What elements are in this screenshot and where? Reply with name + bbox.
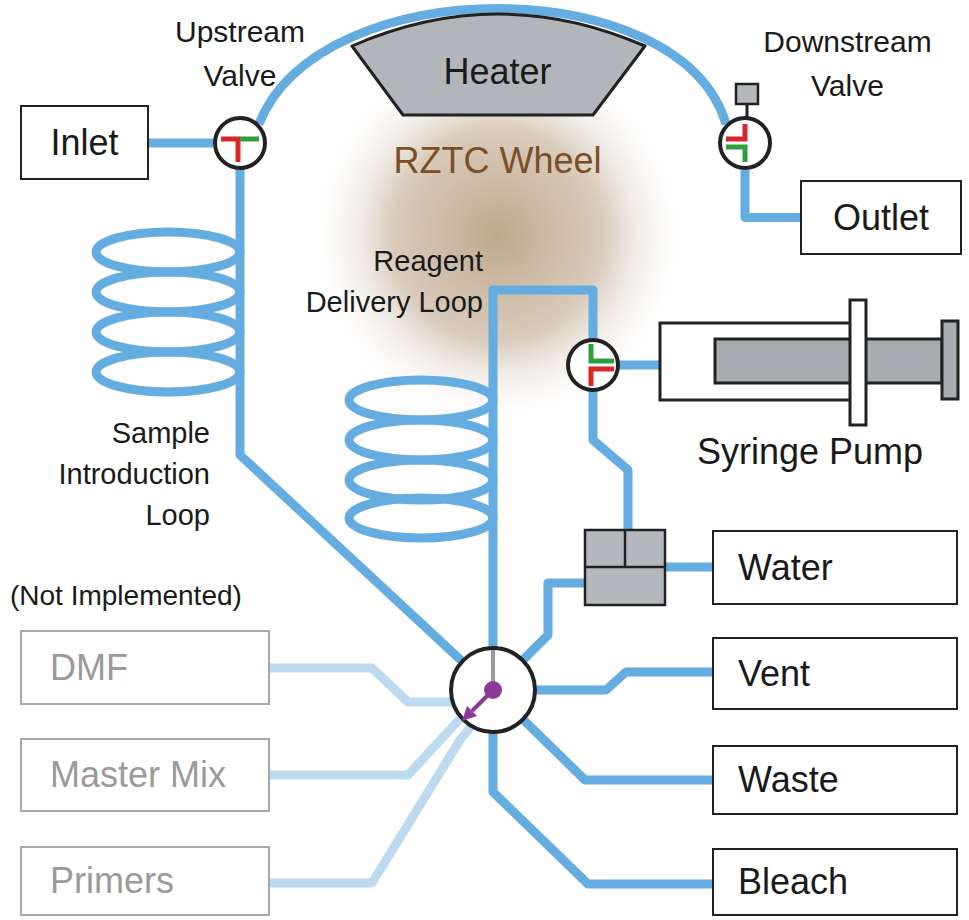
valve-open-path bbox=[240, 137, 259, 142]
reservoir-box: Bleach bbox=[712, 848, 958, 916]
box-label: Waste bbox=[738, 759, 839, 801]
selector-pointer-head bbox=[462, 706, 477, 721]
valve-symbol bbox=[718, 116, 772, 170]
dmf-line bbox=[270, 668, 462, 702]
box-label: Water bbox=[738, 547, 833, 589]
reagent-coil bbox=[349, 420, 493, 460]
water-tube bbox=[664, 563, 712, 572]
valve-label: Downstream Valve bbox=[760, 20, 935, 108]
reservoir-box: Waste bbox=[712, 745, 958, 815]
selector-hub bbox=[484, 681, 502, 699]
syringe-plunger bbox=[715, 339, 942, 383]
heater-label: Heater bbox=[345, 52, 650, 92]
block-divider bbox=[624, 530, 627, 567]
downstream-valve: Downstream Valve bbox=[718, 116, 772, 170]
pump-label: Syringe Pump bbox=[675, 430, 945, 474]
box-label: Bleach bbox=[738, 861, 848, 903]
inlet-box: Inlet bbox=[20, 105, 149, 180]
primers-line bbox=[270, 718, 478, 883]
loop-label: Reagent Delivery Loop bbox=[303, 241, 483, 323]
valve-body bbox=[720, 118, 770, 168]
sample-coil bbox=[96, 352, 240, 392]
valve-closed-path bbox=[591, 369, 614, 386]
syringe-thumb-rest bbox=[942, 321, 958, 399]
upstream-valve: Upstream Valve bbox=[213, 116, 267, 170]
reservoir-box: DMF bbox=[20, 630, 270, 705]
sample-coil bbox=[96, 232, 240, 272]
reagent-coil bbox=[349, 498, 493, 538]
reservoir-box: Vent bbox=[712, 637, 958, 710]
reservoir-box: Master Mix bbox=[20, 738, 270, 812]
box-label: Primers bbox=[50, 860, 174, 902]
valve-stem bbox=[746, 104, 749, 118]
note-label: (Not Implemented) bbox=[10, 578, 310, 614]
syringe-flange bbox=[850, 300, 866, 425]
box-label: Outlet bbox=[833, 197, 929, 239]
box-label: Inlet bbox=[50, 122, 118, 164]
valve-closed-path bbox=[726, 124, 745, 139]
valve-open-path bbox=[726, 147, 745, 162]
valve-label: Upstream Valve bbox=[160, 10, 320, 98]
loop-label: Sample Introduction Loop bbox=[10, 413, 210, 536]
valve-symbol bbox=[213, 116, 267, 170]
valve-open-path bbox=[591, 344, 614, 361]
box-label: DMF bbox=[50, 647, 128, 689]
wheel-label: RZTC Wheel bbox=[305, 140, 690, 182]
selector-valve bbox=[451, 648, 535, 732]
valve-actuator bbox=[736, 84, 758, 104]
reservoir-box: Water bbox=[712, 530, 958, 605]
tube-connector bbox=[259, 9, 726, 125]
check-valve-block bbox=[585, 530, 665, 605]
heater: Heater bbox=[345, 0, 650, 120]
tube-connector bbox=[149, 139, 213, 148]
unused-lines bbox=[270, 668, 478, 883]
box-label: Vent bbox=[738, 653, 810, 695]
reservoir-box: Primers bbox=[20, 846, 270, 916]
valve-closed-path bbox=[221, 139, 240, 162]
outlet-box: Outlet bbox=[800, 180, 962, 255]
sample-coil bbox=[96, 272, 240, 312]
box-label: Master Mix bbox=[50, 754, 226, 796]
tube-connector bbox=[745, 170, 800, 218]
valve-body bbox=[215, 118, 265, 168]
wheel-disc bbox=[305, 35, 690, 420]
syringe-valve bbox=[568, 340, 618, 390]
sample-coil bbox=[96, 312, 240, 352]
